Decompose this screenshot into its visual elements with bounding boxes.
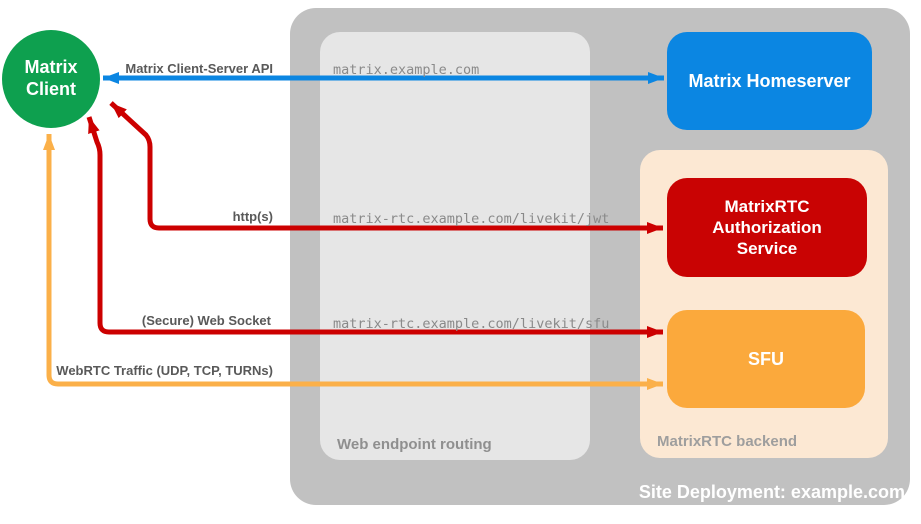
webrtc-traffic-protocol-label: WebRTC Traffic (UDP, TCP, TURNs) [56,363,273,378]
client-server-api-protocol-label: Matrix Client-Server API [125,61,273,76]
matrix-homeserver-label: Matrix Homeserver [688,70,851,91]
livekit-sfu-url: matrix-rtc.example.com/livekit/sfu [333,316,610,332]
sfu-label: SFU [748,348,784,369]
matrixrtc-authorization-service-node: MatrixRTC Authorization Service [667,178,867,277]
site-deployment-caption: Site Deployment: example.com [638,482,905,502]
webrtc-traffic-arrow [43,134,663,390]
matrix-client-label: Matrix Client [24,57,78,99]
https-jwt-arrow [109,101,663,234]
livekit-jwt-url: matrix-rtc.example.com/livekit/jwt [333,211,610,227]
web-endpoint-routing-caption: Web endpoint routing [337,436,492,453]
matrix-homeserver-node: Matrix Homeserver [667,32,872,130]
matrixrtc-authorization-service-label: MatrixRTC Authorization Service [712,196,822,259]
websocket-protocol-label: (Secure) Web Socket [141,313,271,328]
https-protocol-label: http(s) [232,209,273,224]
matrix-client-node: Matrix Client [2,30,100,128]
matrix-domain-url: matrix.example.com [333,62,480,78]
sfu-node: SFU [667,310,865,408]
matrixrtc-backend-caption: MatrixRTC backend [657,433,798,450]
